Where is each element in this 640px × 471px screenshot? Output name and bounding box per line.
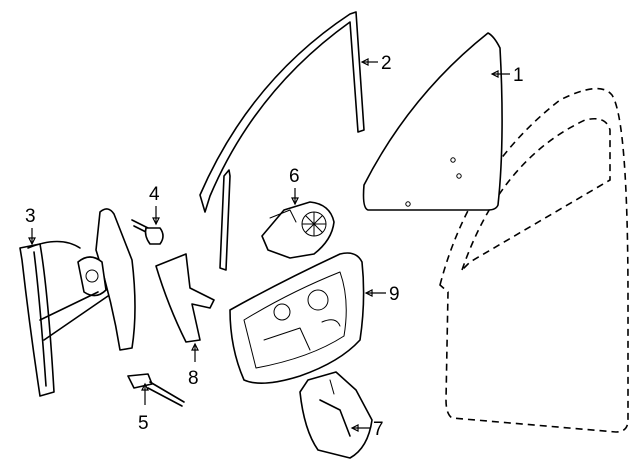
callout-5: 5	[138, 413, 149, 434]
glass-run-channel	[199, 11, 365, 271]
callout-leaders	[28, 58, 510, 432]
door-shell-outline	[439, 87, 629, 433]
arrow-2-icon	[360, 58, 369, 66]
arrow-7-icon	[350, 424, 359, 432]
arrow-9-icon	[364, 289, 373, 297]
arrow-3-icon	[28, 237, 36, 246]
callout-9: 9	[389, 284, 400, 305]
arrow-8-icon	[191, 342, 199, 351]
door-module-carrier	[229, 252, 365, 384]
bolt	[131, 219, 164, 245]
callout-numbers: 1 2 3 4 5 6 7 8 9	[25, 53, 524, 440]
window-regulator	[19, 208, 136, 397]
callout-8: 8	[188, 368, 199, 389]
rivet	[127, 373, 185, 407]
arrow-5-icon	[141, 382, 149, 391]
callout-1: 1	[513, 65, 524, 86]
door-glass	[362, 32, 503, 211]
arrow-1-icon	[490, 70, 499, 78]
door-shield	[155, 253, 215, 343]
callout-4: 4	[149, 184, 160, 205]
callout-2: 2	[381, 53, 392, 74]
regulator-bracket	[299, 371, 373, 459]
callout-3: 3	[25, 206, 36, 227]
arrow-6-icon	[291, 197, 299, 206]
window-motor	[261, 201, 335, 259]
callout-6: 6	[289, 166, 300, 187]
callout-7: 7	[373, 419, 384, 440]
arrow-4-icon	[152, 217, 160, 226]
